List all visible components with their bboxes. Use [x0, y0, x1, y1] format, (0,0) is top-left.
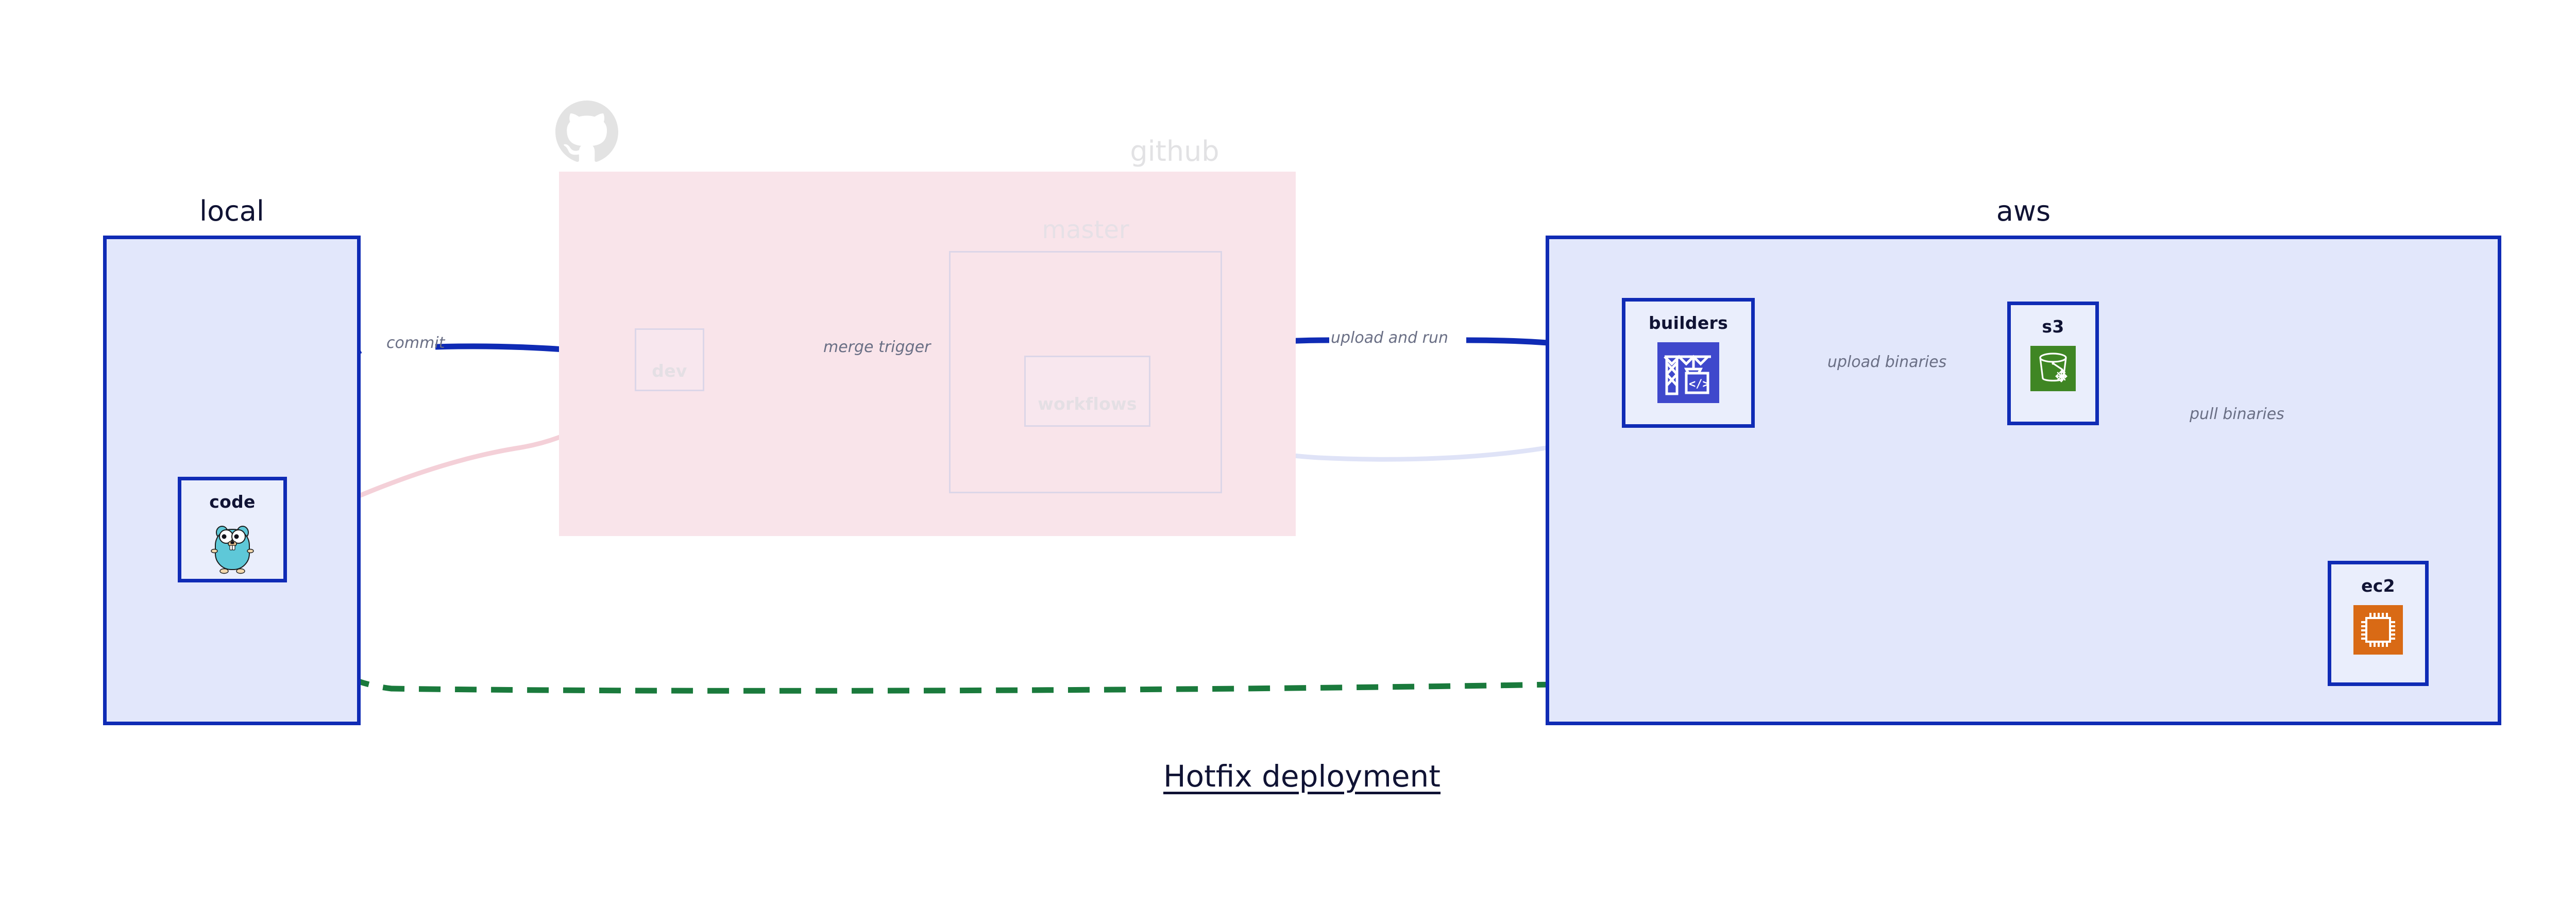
edge-label-commit: commit: [386, 334, 445, 352]
node-ec2[interactable]: ec2: [2328, 561, 2429, 686]
github-octocat-icon: [555, 101, 618, 163]
edge-label-upload-and-run: upload and run: [1331, 329, 1449, 347]
aws-codebuild-icon: </>: [1657, 342, 1719, 405]
edge-label-merge-trigger: merge trigger: [823, 338, 931, 356]
node-label-ec2: ec2: [2361, 576, 2395, 596]
container-label-github: github: [1130, 135, 1219, 168]
node-label-code: code: [209, 492, 256, 512]
node-s3[interactable]: s3: [2007, 302, 2099, 425]
node-label-builders: builders: [1648, 313, 1728, 333]
node-label-workflows: workflows: [1038, 393, 1137, 414]
node-dev[interactable]: dev: [635, 328, 704, 391]
container-label-aws: aws: [1996, 195, 2051, 227]
node-label-dev: dev: [652, 360, 687, 381]
edge-label-pull-binaries: pull binaries: [2190, 405, 2284, 423]
aws-ec2-icon: [2353, 605, 2403, 657]
group-label-master: master: [1042, 215, 1129, 244]
edge-label-upload-binaries: upload binaries: [1827, 353, 1947, 371]
node-code[interactable]: code: [178, 477, 287, 582]
node-builders[interactable]: builders </>: [1622, 298, 1755, 428]
node-workflows[interactable]: workflows: [1024, 356, 1150, 427]
svg-text:</>: </>: [1689, 378, 1709, 391]
group-master: [949, 251, 1222, 493]
node-label-s3: s3: [2042, 316, 2064, 337]
diagram-title: Hotfix deployment: [1163, 759, 1441, 794]
container-label-local: local: [199, 195, 264, 227]
aws-s3-glacier-icon: [2030, 346, 2076, 393]
go-gopher-icon: [209, 521, 256, 579]
